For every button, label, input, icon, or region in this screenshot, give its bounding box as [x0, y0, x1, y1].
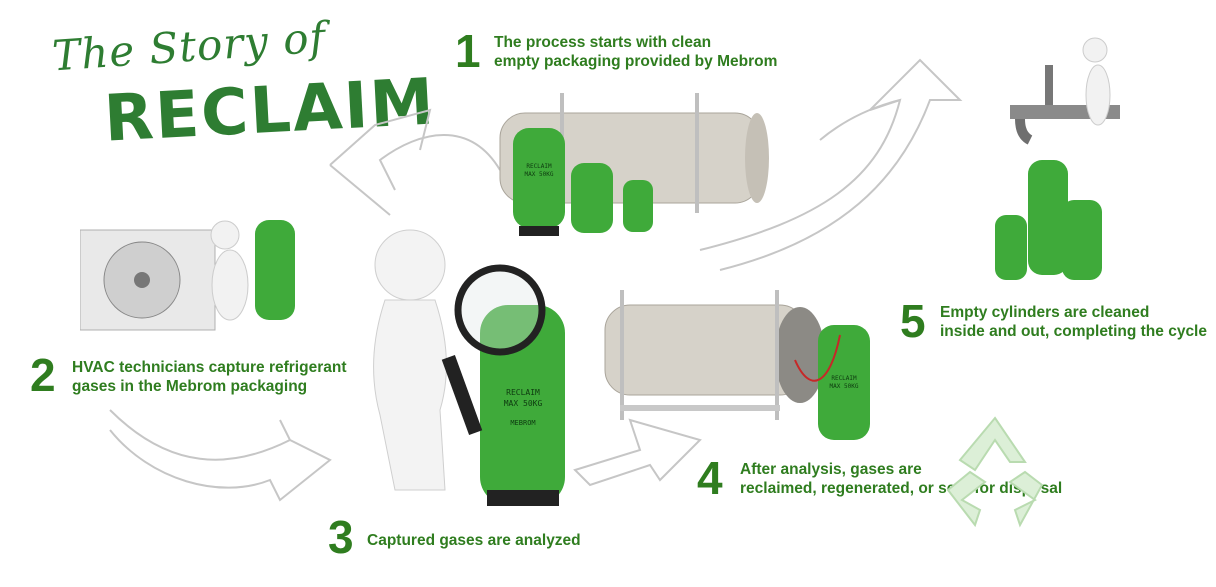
svg-text:RECLAIM: RECLAIM	[506, 388, 540, 397]
svg-text:MEBROM: MEBROM	[510, 419, 535, 427]
svg-text:MAX 50KG: MAX 50KG	[504, 399, 543, 408]
step-4-illustration: RECLAIM MAX 50KG	[604, 290, 870, 440]
svg-text:MAX 50KG: MAX 50KG	[525, 171, 554, 178]
arrow-1	[329, 108, 501, 216]
step-3-number: 3	[328, 511, 354, 563]
step-5-illustration	[995, 37, 1120, 280]
arrow-4	[699, 58, 963, 271]
step-2-number: 2	[30, 349, 56, 401]
cylinder-step-4	[818, 325, 870, 440]
magnifier-icon	[441, 264, 546, 435]
step-3-text: Captured gases are analyzed	[367, 532, 581, 549]
svg-text:MAX 50KG: MAX 50KG	[830, 383, 859, 390]
recycle-icon	[946, 416, 1044, 528]
step-4-line1: After analysis, gases are	[740, 461, 922, 478]
figure-head	[210, 220, 240, 250]
step-5-line1: Empty cylinders are cleaned	[940, 304, 1150, 321]
figure-head	[1082, 37, 1108, 63]
step-2-illustration	[80, 220, 295, 331]
step-5-line2: inside and out, completing the cycle	[940, 323, 1207, 340]
step-5-text: Empty cylinders are cleaned inside and o…	[940, 303, 1207, 341]
cylinder-step-2	[255, 220, 295, 320]
figure-head	[374, 229, 446, 301]
step-2-text: HVAC technicians capture refrigerant gas…	[72, 358, 346, 396]
step-4-number: 4	[697, 452, 723, 504]
cylinder-step-5-center	[1028, 160, 1068, 275]
step-1-illustration: RECLAIM MAX 50KG	[499, 93, 769, 236]
cylinder-large: RECLAIM MAX 50KG	[513, 128, 565, 236]
step-2-line1: HVAC technicians capture refrigerant	[72, 359, 347, 376]
step-3-illustration: RECLAIM MAX 50KG MEBROM	[373, 229, 565, 506]
step-1-line2: empty packaging provided by Mebrom	[494, 53, 778, 70]
step-2-line2: gases in the Mebrom packaging	[72, 378, 308, 395]
svg-text:RECLAIM: RECLAIM	[831, 375, 857, 382]
arrow-2	[109, 409, 332, 502]
step-1-line1: The process starts with clean	[494, 34, 712, 51]
arrow-3	[573, 418, 702, 487]
step-1-text: The process starts with clean empty pack…	[494, 33, 777, 71]
step-5-number: 5	[900, 295, 926, 347]
svg-text:RECLAIM: RECLAIM	[526, 163, 552, 170]
step-1-number: 1	[455, 25, 481, 77]
